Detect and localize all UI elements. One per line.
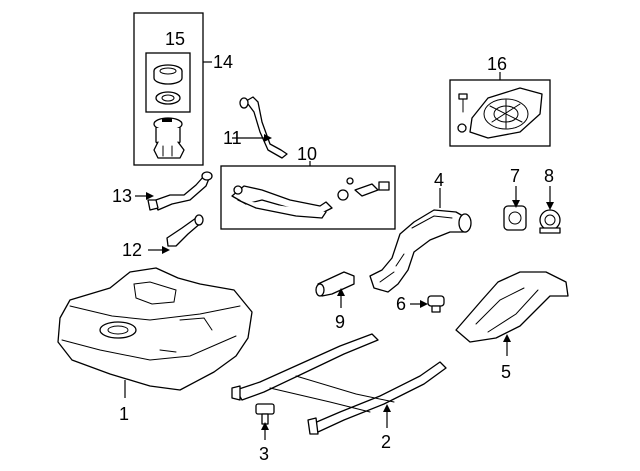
- callout-box-14: [133, 12, 204, 166]
- bolt-part-16: [458, 93, 468, 113]
- upper-vent-hose-part: 11: [223, 96, 288, 159]
- fuel-cap-part: 7: [503, 166, 527, 231]
- callout-number-9: 9: [335, 312, 345, 332]
- cover-plate-part: [469, 87, 543, 139]
- filler-neck-part: 4: [369, 170, 472, 293]
- strap-bolt-part: 3: [255, 403, 275, 464]
- callout-number-13: 13: [112, 186, 132, 206]
- callout-box-15: [145, 52, 191, 113]
- callout-number-7: 7: [510, 166, 520, 186]
- callout-box-10: [220, 165, 396, 230]
- fuel-pump-module-part: [153, 117, 185, 159]
- fuel-hose-12-part: 12: [122, 214, 204, 260]
- callout-number-5: 5: [501, 362, 511, 382]
- tank-strap-part: 2: [231, 333, 447, 452]
- callout-number-14: 14: [213, 52, 233, 72]
- lock-ring-part: [153, 64, 183, 85]
- callout-number-3: 3: [259, 444, 269, 464]
- callout-number-12: 12: [122, 240, 142, 260]
- fuel-hose-13-part: 13: [112, 171, 213, 211]
- fuel-pump-assembly-group: 15 14: [133, 12, 233, 166]
- fuel-tank-part: 1: [57, 267, 253, 424]
- callout-number-15: 15: [165, 29, 185, 49]
- plate-assembly-group: 16: [449, 54, 551, 147]
- callout-number-2: 2: [381, 432, 391, 452]
- vent-tube-assembly-group: 10: [220, 144, 396, 230]
- filler-cap-part: 8: [539, 166, 561, 234]
- callout-number-8: 8: [544, 166, 554, 186]
- filler-hose-part: 9: [315, 271, 355, 332]
- fitting-part: 6: [396, 294, 445, 314]
- callout-number-4: 4: [434, 170, 444, 190]
- callout-number-16: 16: [487, 54, 507, 74]
- callout-number-1: 1: [119, 404, 129, 424]
- seal-gasket-part: [155, 91, 181, 105]
- callout-number-6: 6: [396, 294, 406, 314]
- heat-shield-part: 5: [455, 271, 569, 382]
- callout-number-10: 10: [297, 144, 317, 164]
- callout-number-11: 11: [223, 128, 242, 148]
- nut-part-16: [457, 123, 467, 133]
